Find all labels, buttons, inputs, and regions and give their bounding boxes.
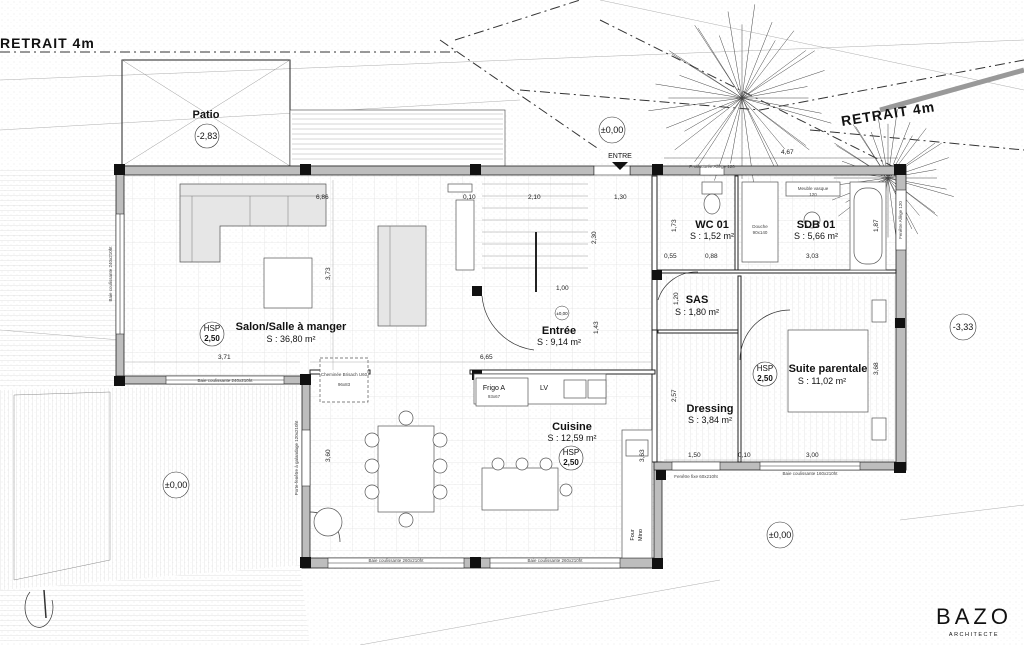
room-area-wc: S : 1,52 m² — [690, 231, 734, 241]
dim-373: 3,73 — [325, 267, 332, 280]
entry-marker: ENTRE — [608, 153, 632, 170]
window-cuisine-1: Baie coulissante 260x210ht — [368, 558, 424, 563]
dim-055: 0,55 — [664, 253, 677, 260]
setback-lines — [0, 0, 1024, 171]
dim-210: 2,10 — [528, 194, 541, 201]
windows — [115, 165, 907, 569]
room-area-sas: S : 1,80 m² — [675, 307, 719, 317]
dim-100: 1,00 — [556, 285, 569, 292]
dim-120: 1,20 — [673, 292, 680, 305]
room-area-salon: S : 36,80 m² — [266, 334, 315, 344]
fireplace-size: 96x83 — [338, 382, 351, 387]
window-cuisine-2: Baie coulissante 260x210ht — [527, 558, 583, 563]
vanity-size: 120 — [809, 192, 817, 197]
level-stair: ±0,00 — [556, 311, 568, 316]
north-arrow-icon — [24, 589, 54, 628]
dim-173: 1,73 — [671, 219, 678, 232]
dishwasher-label: LV — [540, 385, 548, 392]
setback-label-left: RETRAIT 4m — [0, 35, 95, 51]
entry-label: ENTRE — [608, 153, 632, 160]
room-name-dressing: Dressing — [686, 403, 733, 415]
level-patio: -2,83 — [197, 131, 218, 141]
room-area-dressing: S : 3,84 m² — [688, 415, 732, 425]
brand-name: BAZO — [936, 604, 1012, 629]
window-bath: Fenêtre Allège 120 — [898, 201, 903, 239]
dim-665: 6,65 — [480, 354, 493, 361]
dim-363: 3,63 — [639, 449, 646, 462]
window-salon-left: Baie coulissante 240x210ht — [108, 246, 113, 302]
room-name-suite: Suite parentale — [789, 363, 868, 375]
dim-010b: 0,10 — [738, 452, 751, 459]
brand-sub: ARCHITECTE — [949, 632, 999, 638]
dim-150: 1,50 — [688, 452, 701, 459]
dim-230: 2,30 — [591, 231, 598, 244]
oven-label: Four — [630, 529, 636, 540]
level-garden-left: ±0,00 — [165, 480, 187, 490]
dim-143: 1,43 — [593, 321, 600, 334]
entry-arrow-icon — [612, 162, 628, 170]
hsp-label-salon: HSP — [204, 324, 220, 333]
dimension-labels: 6,86 0,10 2,10 1,30 4,67 1,73 1,87 3,73 … — [124, 149, 898, 462]
window-dressing: Fenêtre fixe 60x210ht — [674, 474, 718, 479]
room-area-cuisine: S : 12,59 m² — [547, 433, 596, 443]
furniture — [179, 181, 887, 559]
dim-303: 3,03 — [806, 253, 819, 260]
dim-467: 4,67 — [781, 149, 794, 156]
level-east: -3,33 — [953, 322, 974, 332]
dim-368: 3,68 — [873, 362, 880, 375]
dim-686: 6,86 — [316, 194, 329, 201]
window-wc: F. obscurée Allège 120 — [689, 164, 735, 169]
dim-187: 1,87 — [873, 219, 880, 232]
shower-size: 90x140 — [753, 230, 768, 235]
window-suite: Baie coulissante 160x210ht — [782, 471, 838, 476]
level-entrance: ±0,00 — [601, 125, 623, 135]
level-markers: ±0,00 -3,33 ±0,00 ±0,00 ±0,00 — [162, 116, 977, 549]
fireplace-label: Cheminée Brisach U60 — [321, 372, 368, 377]
vanity-label: Meuble vasque — [798, 186, 829, 191]
room-name-patio: Patio — [193, 109, 220, 121]
hsp-label-cuisine: HSP — [563, 448, 579, 457]
room-name-wc: WC 01 — [695, 219, 729, 231]
fridge-label: Frigo A — [483, 385, 506, 392]
dim-371: 3,71 — [218, 354, 231, 361]
fridge-size: 93x67 — [488, 394, 501, 399]
fixture-labels: Frigo A 93x67 LV Four Mino Cheminée Bris… — [108, 164, 903, 563]
room-labels: Patio -2,83 Salon/Salle à manger S : 36,… — [193, 109, 868, 471]
hsp-label-suite: HSP — [757, 364, 773, 373]
room-area-entree: S : 9,14 m² — [537, 337, 581, 347]
hsp-value-cuisine: 2,50 — [563, 458, 579, 467]
dim-300: 3,00 — [806, 452, 819, 459]
patio-area — [121, 59, 506, 167]
room-name-sas: SAS — [686, 294, 709, 306]
window-dining: Porte-fenêtre à galandage 120x210ht — [294, 420, 299, 495]
window-salon-bottom: Baie coulissante 240x210ht — [197, 378, 253, 383]
hsp-value-salon: 2,50 — [204, 334, 220, 343]
room-name-cuisine: Cuisine — [552, 421, 592, 433]
terrace-decks — [0, 170, 310, 645]
hsp-value-suite: 2,50 — [757, 374, 773, 383]
room-area-suite: S : 11,02 m² — [798, 376, 846, 386]
room-name-salon: Salon/Salle à manger — [236, 321, 347, 333]
shower-label: Douche — [752, 224, 768, 229]
microwave-label: Mino — [638, 529, 644, 541]
room-area-sdb: S : 5,66 m² — [794, 231, 838, 241]
room-name-entree: Entrée — [542, 325, 576, 337]
dim-257: 2,57 — [671, 389, 678, 402]
dim-088: 0,88 — [705, 253, 718, 260]
dim-010: 0,10 — [463, 194, 476, 201]
brand-logo: BAZO ARCHITECTE — [936, 604, 1012, 638]
level-garden-right: ±0,00 — [769, 530, 791, 540]
dim-360: 3,60 — [325, 449, 332, 462]
dim-130: 1,30 — [614, 194, 627, 201]
room-name-sdb: SDB 01 — [797, 219, 836, 231]
